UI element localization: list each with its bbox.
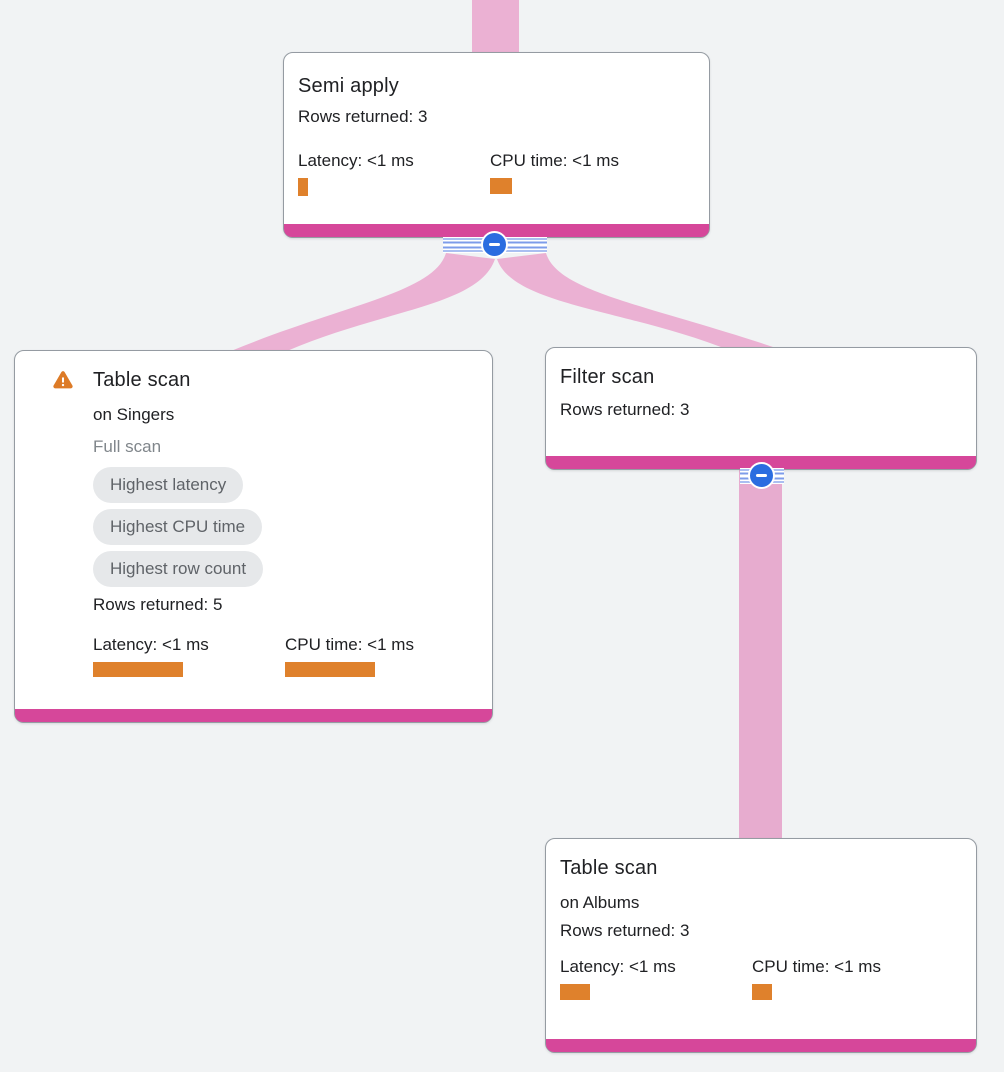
edge-into-semi-apply <box>472 0 519 60</box>
cpu-time-bar <box>752 984 772 1000</box>
node-subtitle: on Albums <box>560 893 640 912</box>
node-card-table-scan-singers[interactable]: Table scan on Singers Full scan Highest … <box>14 350 493 723</box>
latency-bar <box>560 984 590 1000</box>
node-accent-bar <box>15 709 492 722</box>
node-card-semi-apply[interactable]: Semi apply Rows returned: 3 Latency: <1 … <box>283 52 710 238</box>
cpu-time-label: CPU time: <1 ms <box>285 635 414 654</box>
cpu-time-bar <box>285 662 375 677</box>
edge-semi-apply-to-filter-scan <box>497 253 785 351</box>
latency-bar <box>93 662 183 677</box>
node-title: Semi apply <box>298 75 399 97</box>
node-title: Table scan <box>560 857 658 879</box>
cpu-time-bar <box>490 178 512 194</box>
collapse-button[interactable] <box>748 462 775 489</box>
node-title: Filter scan <box>560 366 655 388</box>
collapse-control-semi-apply[interactable] <box>443 231 547 265</box>
scan-mode-text: Full scan <box>93 437 162 456</box>
warning-icon <box>53 371 73 389</box>
latency-bar <box>298 178 308 196</box>
node-accent-bar <box>284 224 709 237</box>
collapse-button[interactable] <box>481 231 508 258</box>
rows-returned-text: Rows returned: 3 <box>560 400 690 419</box>
badge-highest-latency: Highest latency <box>93 467 244 503</box>
node-card-table-scan-albums[interactable]: Table scan on Albums Rows returned: 3 La… <box>545 838 977 1053</box>
node-card-filter-scan[interactable]: Filter scan Rows returned: 3 <box>545 347 977 470</box>
badge-highest-cpu-time: Highest CPU time <box>93 509 263 545</box>
rows-returned-text: Rows returned: 3 <box>298 107 428 126</box>
cpu-time-label: CPU time: <1 ms <box>490 151 619 170</box>
badge-highest-row-count: Highest row count <box>93 551 264 587</box>
node-accent-bar <box>546 1039 976 1052</box>
cpu-time-label: CPU time: <1 ms <box>752 957 881 976</box>
rows-returned-text: Rows returned: 3 <box>560 921 690 940</box>
latency-label: Latency: <1 ms <box>560 957 676 976</box>
collapse-control-filter-scan[interactable] <box>740 462 784 496</box>
latency-label: Latency: <1 ms <box>298 151 414 170</box>
edge-filter-scan-to-table-scan-albums <box>739 470 782 845</box>
rows-returned-text: Rows returned: 5 <box>93 595 223 614</box>
edge-semi-apply-to-table-scan-singers <box>231 253 495 351</box>
latency-label: Latency: <1 ms <box>93 635 209 654</box>
node-title: Table scan <box>93 369 191 391</box>
minus-icon <box>756 474 767 477</box>
minus-icon <box>489 243 500 246</box>
node-subtitle: on Singers <box>93 405 175 424</box>
